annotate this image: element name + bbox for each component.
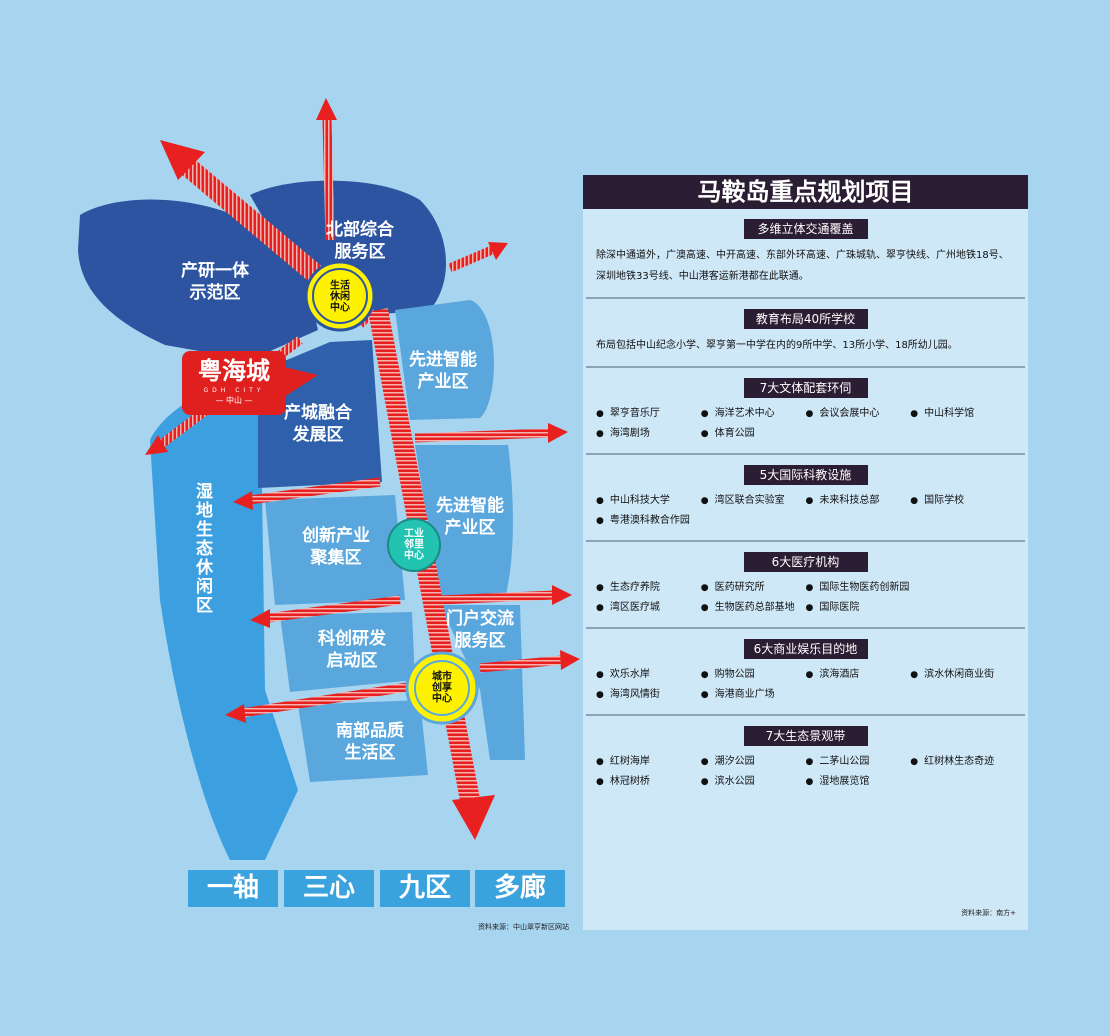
tile-axis: 一轴: [188, 870, 278, 907]
list-item: 国际医院: [806, 598, 911, 618]
center-label: 城市 创享 中心: [432, 671, 452, 705]
list-item: 医药研究所: [701, 578, 806, 598]
zone-label: 先进智能 产业区: [436, 496, 504, 538]
list-item: 红树海岸: [596, 752, 701, 772]
tile-corridors: 多廊: [475, 870, 565, 907]
section-text: 布局包括中山纪念小学、翠亨第一中学在内的9所中学、13所小学、18所幼儿园。: [596, 340, 958, 351]
logo-sub: GDH CITY: [203, 387, 265, 394]
list-item: 海湾剧场: [596, 424, 701, 444]
center-label: 工业 邻里 中心: [404, 528, 424, 562]
panel-section: 多维立体交通覆盖除深中通道外，广澳高速、中开高速、东部外环高速、广珠城轨、翠亨快…: [586, 219, 1025, 299]
list-item: 湾区医疗城: [596, 598, 701, 618]
tile-centers: 三心: [284, 870, 374, 907]
section-title: 6大商业娱乐目的地: [743, 639, 868, 659]
panel-title: 马鞍岛重点规划项目: [583, 175, 1028, 209]
zone-label: 科创研发 启动区: [318, 629, 386, 671]
list-item: 潮汐公园: [701, 752, 806, 772]
list-item: 翠亨音乐厅: [596, 404, 701, 424]
list-item: 国际学校: [910, 491, 1015, 511]
section-title: 教育布局40所学校: [743, 309, 868, 329]
list-item: 海湾风情街: [596, 685, 701, 705]
list-item: 林冠树桥: [596, 772, 701, 792]
list-item: 生物医药总部基地: [701, 598, 806, 618]
map-source: 资料来源：中山翠亨新区网站: [478, 923, 569, 931]
zone-label: 先进智能 产业区: [409, 350, 477, 392]
zone-label: 产研一体 示范区: [181, 261, 249, 303]
list-item: 二茅山公园: [806, 752, 911, 772]
panel-source: 资料来源：南方+: [961, 909, 1016, 917]
wetland-label: 湿地生态休闲区: [192, 482, 212, 615]
list-item: 粤港澳科教合作园: [596, 511, 701, 531]
list-item: 湿地展览馆: [806, 772, 911, 792]
list-item: 滨水公园: [701, 772, 806, 792]
zone-chanyan: [78, 199, 318, 360]
panel-section: 5大国际科教设施中山科技大学湾区联合实验室未来科技总部国际学校粤港澳科教合作园: [586, 465, 1025, 542]
zone-label: 南部品质 生活区: [336, 721, 404, 763]
zone-label: 门户交流 服务区: [446, 609, 514, 651]
panel-section: 教育布局40所学校布局包括中山纪念小学、翠亨第一中学在内的9所中学、13所小学、…: [586, 309, 1025, 368]
list-item: 中山科学馆: [910, 404, 1015, 424]
zone-label: 创新产业 聚集区: [302, 526, 370, 568]
planning-map: [78, 98, 580, 860]
section-title: 5大国际科教设施: [743, 465, 868, 485]
tile-zones: 九区: [380, 870, 470, 907]
list-item: 欢乐水岸: [596, 665, 701, 685]
section-title: 7大文体配套环伺: [743, 378, 868, 398]
list-item: 会议会展中心: [806, 404, 911, 424]
section-title: 7大生态景观带: [743, 726, 868, 746]
brand-logo: 粤海城 GDH CITY — 中山 —: [182, 351, 318, 415]
list-item: 国际生物医药创新园: [806, 578, 948, 598]
projects-panel: 马鞍岛重点规划项目 多维立体交通覆盖除深中通道外，广澳高速、中开高速、东部外环高…: [583, 175, 1028, 930]
center-life: [304, 260, 376, 332]
list-item: 红树林生态奇迹: [910, 752, 1015, 772]
panel-section: 7大生态景观带红树海岸潮汐公园二茅山公园红树林生态奇迹林冠树桥滨水公园湿地展览馆: [586, 726, 1025, 801]
panel-section: 7大文体配套环伺翠亨音乐厅海洋艺术中心会议会展中心中山科学馆海湾剧场体育公园: [586, 378, 1025, 455]
section-title: 6大医疗机构: [743, 552, 868, 572]
zone-label: 北部综合 服务区: [326, 220, 394, 262]
panel-section: 6大医疗机构生态疗养院医药研究所国际生物医药创新园湾区医疗城生物医药总部基地国际…: [586, 552, 1025, 629]
list-item: 体育公园: [701, 424, 806, 444]
center-label: 生活 休闲 中心: [330, 280, 350, 314]
list-item: 滨水休闲商业街: [910, 665, 1015, 685]
zone-beibu: [250, 180, 447, 315]
list-item: 湾区联合实验室: [701, 491, 806, 511]
panel-section: 6大商业娱乐目的地欢乐水岸购物公园滨海酒店滨水休闲商业街海湾风情街海港商业广场: [586, 639, 1025, 716]
section-title: 多维立体交通覆盖: [743, 219, 868, 239]
section-text: 除深中通道外，广澳高速、中开高速、东部外环高速、广珠城轨、翠亨快线、广州地铁18…: [596, 250, 1009, 282]
list-item: 滨海酒店: [806, 665, 911, 685]
list-item: 中山科技大学: [596, 491, 701, 511]
logo-text: 粤海城: [198, 357, 270, 385]
list-item: 生态疗养院: [596, 578, 701, 598]
list-item: 海洋艺术中心: [701, 404, 806, 424]
center-industry: [387, 518, 441, 572]
logo-city: — 中山 —: [215, 396, 253, 405]
list-item: 海港商业广场: [701, 685, 806, 705]
list-item: 购物公园: [701, 665, 806, 685]
zone-label: 产城融合 发展区: [284, 403, 352, 445]
center-city: [405, 651, 479, 725]
list-item: 未来科技总部: [806, 491, 911, 511]
